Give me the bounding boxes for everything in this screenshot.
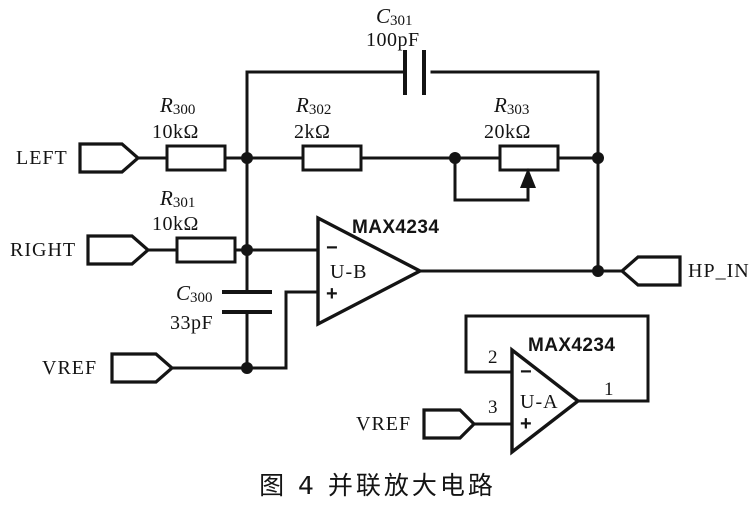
label-c300-refdes: C300 — [176, 281, 213, 306]
label-r303-value: 20kΩ — [484, 121, 531, 143]
label-r301-value: 10kΩ — [152, 213, 199, 235]
label-ua-part: MAX4234 — [528, 335, 616, 356]
label-r301-refdes: R301 — [160, 186, 196, 211]
label-c301-refdes: C301 — [376, 4, 413, 29]
label-r300-value: 10kΩ — [152, 121, 199, 143]
label-ub-part: MAX4234 — [352, 217, 440, 238]
label-ub-inverting-sign: − — [326, 237, 338, 259]
resistor-r303-body — [498, 144, 560, 172]
capacitor-c300-symbol — [222, 290, 272, 314]
junction-node-wiper — [449, 152, 461, 164]
label-ua-pin-2: 2 — [488, 347, 498, 368]
potentiometer-wiper-arrow — [520, 168, 536, 188]
label-terminal-right: RIGHT — [10, 239, 77, 261]
label-ub-noninverting-sign: + — [326, 283, 338, 305]
label-c301-value: 100pF — [366, 29, 420, 51]
terminal-flag-hp-in[interactable] — [619, 255, 682, 287]
junction-node-summing-left — [241, 152, 253, 164]
label-ua-pin-3: 3 — [488, 397, 498, 418]
label-ua-inverting-sign: − — [520, 361, 532, 383]
resistor-r302-body — [301, 144, 363, 172]
wire-vref-to-ub-noninv — [284, 290, 320, 370]
capacitor-c301-symbol — [403, 50, 426, 95]
label-terminal-left: LEFT — [16, 147, 68, 169]
junction-node-feedback-right — [592, 152, 604, 164]
junction-node-inverting-input — [241, 244, 253, 256]
label-r300-refdes: R300 — [160, 93, 196, 118]
label-ua-designator: U-A — [520, 391, 559, 413]
label-r302-refdes: R302 — [296, 93, 332, 118]
label-ub-designator: U-B — [330, 261, 368, 283]
wire-ua-feedback — [464, 314, 650, 403]
resistor-r300-body — [165, 144, 227, 172]
resistor-r301-body — [175, 236, 237, 264]
label-terminal-hp-in: HP_IN — [688, 260, 750, 282]
junction-node-vref — [241, 362, 253, 374]
label-c300-value: 33pF — [170, 312, 214, 334]
terminal-flag-vref-ua[interactable] — [422, 408, 477, 440]
opamp-ua-triangle[interactable] — [510, 346, 581, 456]
label-ua-pin-1: 1 — [604, 379, 614, 400]
terminal-flag-vref-ub[interactable] — [110, 352, 175, 384]
junction-node-output — [592, 265, 604, 277]
label-ua-noninverting-sign: + — [520, 413, 532, 435]
label-r302-value: 2kΩ — [294, 121, 331, 143]
terminal-flag-left[interactable] — [78, 142, 141, 174]
label-r303-refdes: R303 — [494, 93, 530, 118]
opamp-ub-triangle[interactable] — [316, 215, 424, 327]
figure-caption: 图 4 并联放大电路 — [259, 471, 496, 500]
label-terminal-vref-ua: VREF — [356, 413, 412, 435]
wire-r303-wiper-return — [453, 156, 530, 202]
wire-c301-left — [245, 70, 404, 160]
wire-c301-right — [430, 70, 600, 160]
terminal-flag-right[interactable] — [86, 234, 151, 266]
label-terminal-vref-ub: VREF — [42, 357, 98, 379]
